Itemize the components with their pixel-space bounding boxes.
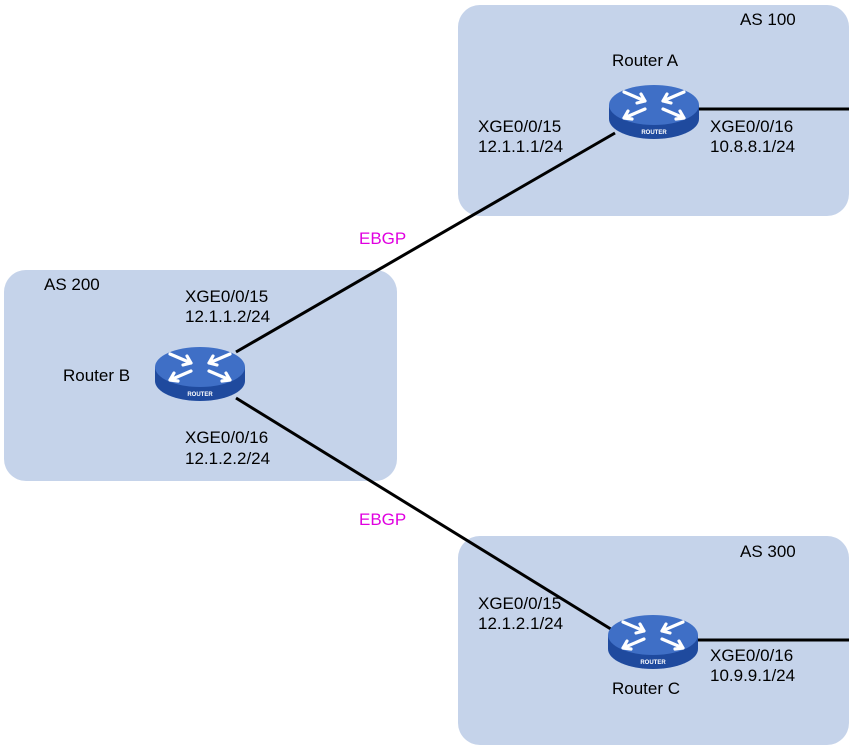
router-c-xge15-port: XGE0/0/15 <box>478 594 561 613</box>
router-b[interactable]: ROUTER <box>153 345 247 403</box>
router-a[interactable]: ROUTER <box>607 83 701 141</box>
router-c-name: Router C <box>612 679 680 698</box>
router-a-name: Router A <box>612 51 679 70</box>
router-c[interactable]: ROUTER <box>606 613 700 671</box>
as-200-label: AS 200 <box>44 275 100 294</box>
link-a-b-label: EBGP <box>359 229 406 248</box>
router-c-badge: ROUTER <box>640 660 666 666</box>
link-b-c <box>235 396 615 633</box>
router-c-xge16-ip: 10.9.9.1/24 <box>710 666 795 685</box>
router-a-xge16-port: XGE0/0/16 <box>710 117 793 136</box>
router-b-xge15-ip: 12.1.1.2/24 <box>185 307 270 326</box>
router-b-xge16-port: XGE0/0/16 <box>185 428 268 447</box>
router-c-xge15-ip: 12.1.2.1/24 <box>478 614 563 633</box>
router-c-xge16-port: XGE0/0/16 <box>710 646 793 665</box>
router-a-xge15-port: XGE0/0/15 <box>478 117 561 136</box>
router-a-badge: ROUTER <box>641 130 667 136</box>
router-a-xge16-ip: 10.8.8.1/24 <box>710 137 795 156</box>
router-b-badge: ROUTER <box>187 392 213 398</box>
as-300-label: AS 300 <box>740 542 796 561</box>
link-a-b <box>235 131 616 354</box>
router-a-xge15-ip: 12.1.1.1/24 <box>478 137 563 156</box>
router-b-xge15-port: XGE0/0/15 <box>185 287 268 306</box>
router-b-name: Router B <box>63 366 130 385</box>
router-b-xge16-ip: 12.1.2.2/24 <box>185 449 270 468</box>
link-b-c-label: EBGP <box>359 510 406 529</box>
as-100-label: AS 100 <box>740 10 796 29</box>
